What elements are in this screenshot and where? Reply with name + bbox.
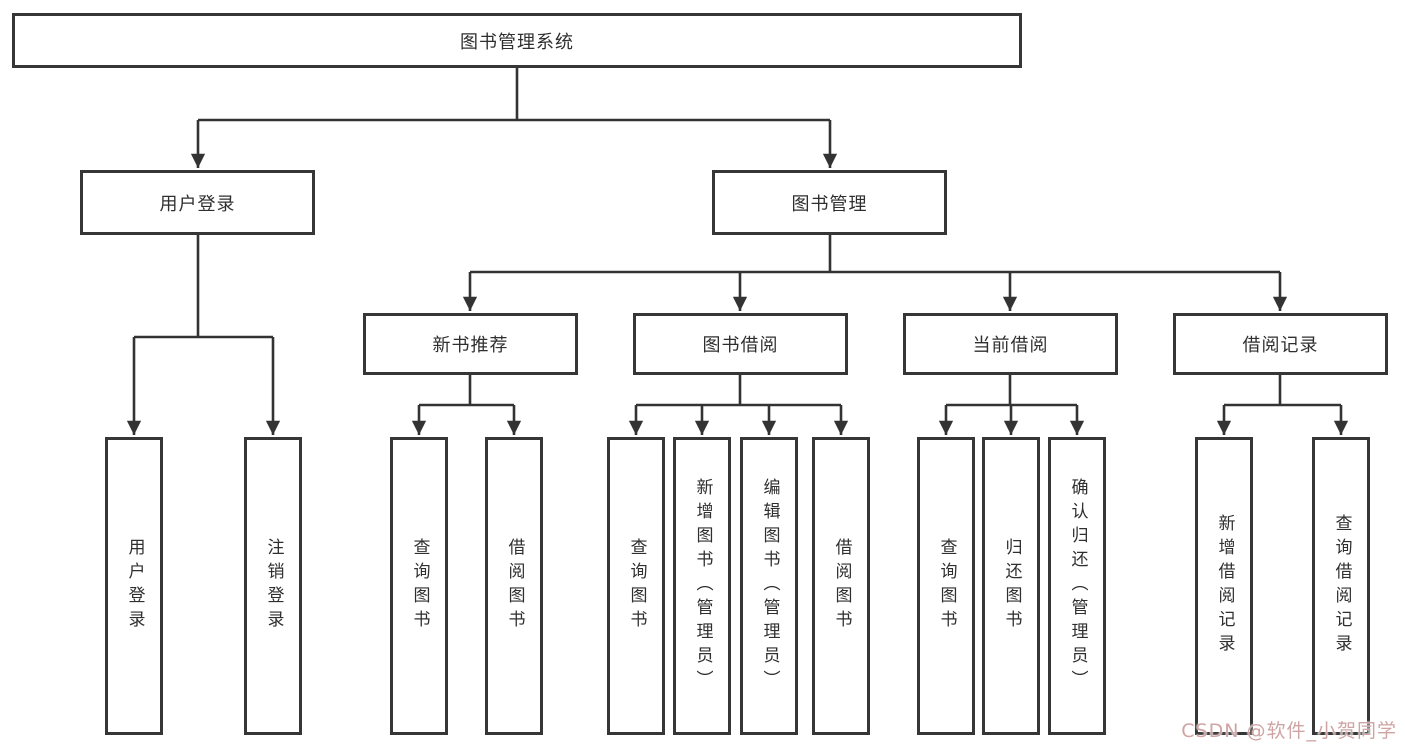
connector-borrow-records-children	[1216, 375, 1349, 435]
connector-root-to-level2	[190, 68, 838, 168]
node-leaf-add-books-admin: 新增图书（管理员）	[673, 437, 731, 735]
csdn-watermark: CSDN @软件_小贺同学	[1181, 720, 1397, 742]
node-label: 借阅图书	[504, 538, 525, 634]
node-current-borrow: 当前借阅	[903, 313, 1118, 375]
node-leaf-query-books-3: 查询图书	[917, 437, 975, 735]
node-label: 新书推荐	[432, 335, 509, 356]
node-label: 图书借阅	[702, 335, 779, 356]
node-label: 借阅图书	[831, 538, 852, 634]
connector-user-login-children	[126, 235, 281, 435]
node-borrow-records: 借阅记录	[1173, 313, 1388, 375]
node-label: 用户登录	[159, 193, 236, 215]
node-leaf-return-books: 归还图书	[982, 437, 1040, 735]
node-label: 查询图书	[936, 538, 957, 634]
node-label: 归还图书	[1001, 538, 1022, 634]
node-user-login: 用户登录	[80, 170, 315, 235]
connector-book-borrow-children	[628, 375, 849, 435]
node-new-book-recommend: 新书推荐	[363, 313, 578, 375]
node-label: 新增借阅记录	[1214, 514, 1235, 658]
node-leaf-confirm-return-admin: 确认归还（管理员）	[1048, 437, 1106, 735]
node-label: 借阅记录	[1242, 335, 1319, 356]
node-label: 用户登录	[124, 538, 145, 634]
node-leaf-logout: 注销登录	[244, 437, 302, 735]
node-leaf-query-books-1: 查询图书	[390, 437, 448, 735]
connector-new-book-children	[411, 375, 522, 435]
node-leaf-borrow-books-2: 借阅图书	[812, 437, 870, 735]
node-label: 图书管理系统	[460, 31, 574, 53]
node-root: 图书管理系统	[12, 13, 1022, 68]
connector-book-management-children	[462, 235, 1288, 311]
node-label: 图书管理	[791, 193, 868, 215]
node-label: 新增图书（管理员）	[692, 478, 713, 694]
node-label: 查询图书	[409, 538, 430, 634]
node-label: 查询借阅记录	[1331, 514, 1352, 658]
connector-current-borrow-children	[938, 375, 1085, 435]
node-leaf-user-login: 用户登录	[105, 437, 163, 735]
node-leaf-edit-books-admin: 编辑图书（管理员）	[740, 437, 798, 735]
node-label: 当前借阅	[972, 335, 1049, 356]
node-leaf-add-borrow-record: 新增借阅记录	[1195, 437, 1253, 735]
node-label: 查询图书	[626, 538, 647, 634]
node-label: 注销登录	[263, 538, 284, 634]
node-leaf-borrow-books-1: 借阅图书	[485, 437, 543, 735]
node-leaf-query-books-2: 查询图书	[607, 437, 665, 735]
node-book-borrow: 图书借阅	[633, 313, 848, 375]
node-label: 确认归还（管理员）	[1067, 478, 1088, 694]
node-book-management: 图书管理	[712, 170, 947, 235]
node-label: 编辑图书（管理员）	[759, 478, 780, 694]
node-leaf-query-borrow-record: 查询借阅记录	[1312, 437, 1370, 735]
